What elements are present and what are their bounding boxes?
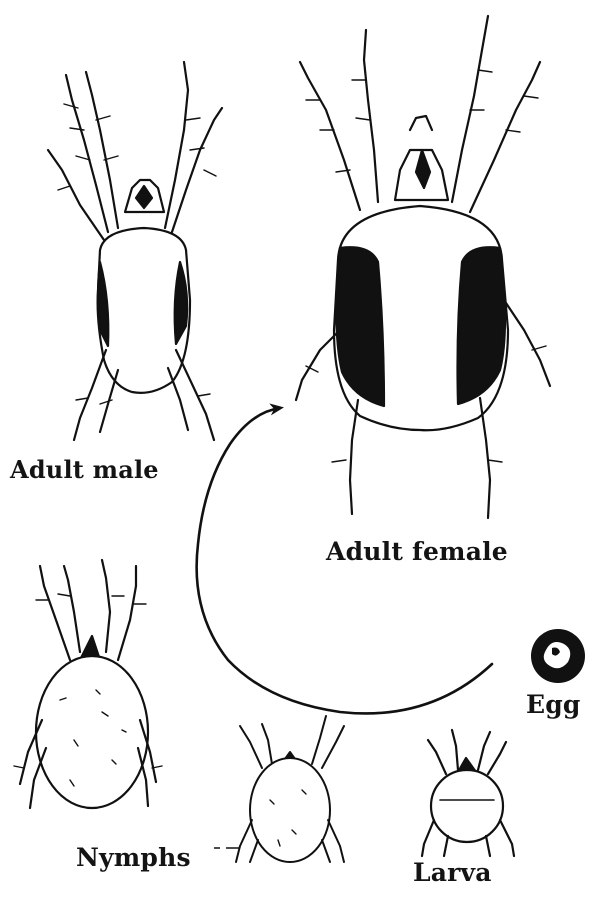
adult-male-mite [48,62,222,440]
label-nymphs: Nymphs [76,843,191,872]
label-egg: Egg [526,690,581,719]
label-adult-female: Adult female [326,537,508,566]
nymph-mite-small [236,716,344,862]
adult-female-mite [296,16,550,518]
label-larva: Larva [413,858,492,887]
label-adult-male: Adult male [10,455,159,484]
larva-mite [422,730,514,856]
egg-icon [531,629,585,683]
nymph-mite [14,560,162,808]
